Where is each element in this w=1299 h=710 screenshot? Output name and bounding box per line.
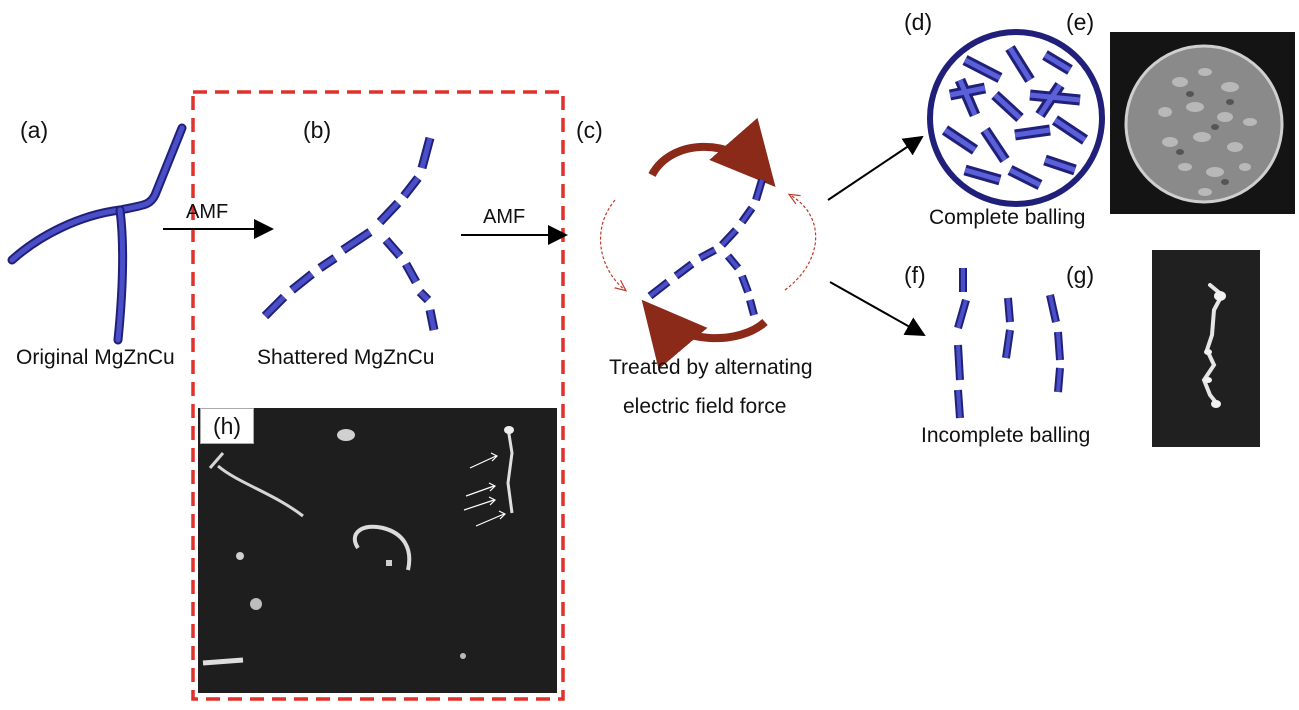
label-treated-line1: Treated by alternating [609, 356, 813, 379]
dashed-region-box [191, 90, 565, 701]
label-original: Original MgZnCu [16, 346, 175, 369]
incomplete-segments [954, 268, 1064, 419]
label-incomplete-balling: Incomplete balling [921, 424, 1091, 447]
rotation-arrows [600, 117, 817, 370]
panel-label-e: (e) [1066, 9, 1095, 35]
arrow-to-incomplete [829, 281, 926, 336]
label-amf-1: AMF [186, 201, 229, 223]
panel-label-b: (b) [303, 117, 332, 143]
complete-ball [927, 29, 1105, 207]
sem-image-shattered [198, 408, 557, 693]
label-shattered: Shattered MgZnCu [257, 346, 435, 369]
treated-wire [647, 178, 766, 317]
panel-label-g: (g) [1066, 262, 1095, 288]
panel-label-d: (d) [904, 9, 933, 35]
panel-label-a: (a) [20, 117, 49, 143]
panel-label-f: (f) [904, 262, 926, 288]
sem-image-complete-ball [1110, 32, 1295, 214]
panel-label-h: (h) [200, 408, 254, 444]
label-treated-line2: electric field force [623, 395, 787, 418]
label-complete-balling: Complete balling [929, 206, 1086, 229]
label-amf-2: AMF [483, 206, 526, 228]
original-wire [7, 123, 187, 345]
sem-image-incomplete-balling [1152, 250, 1260, 447]
arrow-to-complete [827, 135, 924, 201]
shattered-wire [261, 136, 439, 331]
panel-label-c: (c) [576, 117, 603, 143]
